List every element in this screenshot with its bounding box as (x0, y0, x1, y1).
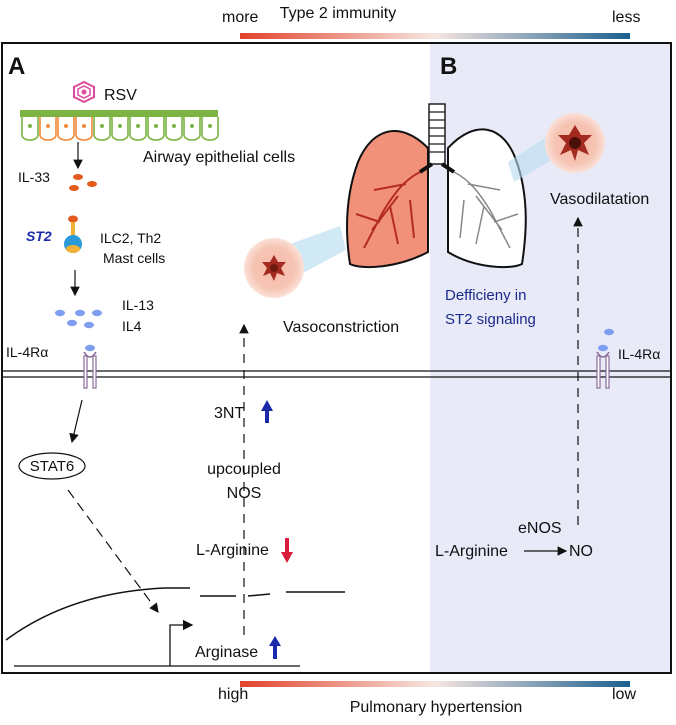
il13-label: IL-13 (122, 297, 154, 313)
il4-label: IL4 (122, 318, 142, 334)
il33-label: IL-33 (18, 169, 50, 185)
l-arginine-down-arrow-icon (281, 538, 293, 563)
vasoconstriction-label: Vasoconstriction (283, 319, 399, 336)
3nt-label: 3NT (214, 405, 244, 422)
enos-label: eNOS (518, 520, 562, 537)
type2-immunity-scale: more Type 2 immunity less (222, 5, 640, 39)
lungs-icon (346, 103, 527, 269)
st2-label: ST2 (26, 228, 52, 244)
vasodilatation-label: Vasodilatation (550, 191, 649, 208)
rsv-label: RSV (104, 87, 137, 104)
arrow-stat6-to-gene (67, 489, 159, 613)
il4ra-label-a: IL-4Rα (6, 344, 48, 360)
arginase-label: Arginase (195, 644, 258, 661)
rsv-virus-icon (73, 80, 95, 104)
constricted-vessel-icon (244, 226, 346, 298)
cell-types-line2: Mast cells (103, 250, 165, 266)
scale-bottom-left-label: high (218, 686, 248, 703)
dna-strand-curve (5, 587, 190, 641)
scale-bottom-bar (240, 681, 630, 687)
scale-top-title: Type 2 immunity (280, 5, 396, 22)
scale-top-right-label: less (612, 9, 640, 26)
cell-types-line1: ILC2, Th2 (100, 230, 161, 246)
3nt-up-arrow-icon (261, 400, 273, 423)
dilated-vessel-icon (545, 113, 605, 173)
epithelium-label: Airway epithelial cells (143, 149, 295, 166)
scale-bottom-right-label: low (612, 686, 636, 703)
stat6-label: STAT6 (30, 458, 74, 475)
arginase-up-arrow-icon (269, 636, 281, 659)
deficiency-line2: ST2 signaling (445, 311, 536, 328)
l-arginine-label-b: L-Arginine (435, 543, 508, 560)
il33-particles (69, 174, 97, 191)
panel-b-letter: B (440, 53, 457, 80)
stat6-oval (18, 452, 86, 480)
deficiency-line1: Defficieny in (445, 287, 526, 304)
no-label: NO (569, 543, 593, 560)
il4ra-label-b: IL-4Rα (618, 346, 660, 362)
il13-il4-particles (55, 309, 102, 329)
airway-epithelial-cells (20, 110, 219, 141)
l-arginine-label-a: L-Arginine (196, 542, 269, 559)
il4ra-receptor-icon-b (596, 328, 614, 389)
st2-receptor-cell-icon (64, 215, 82, 253)
scale-top-left-label: more (222, 9, 259, 26)
panel-frame (1, 42, 672, 674)
scale-top-bar (240, 33, 630, 39)
arrow-receptor-to-stat6 (69, 399, 83, 444)
uncoupled-line2: NOS (227, 485, 262, 502)
transcription-start-arrow (169, 619, 194, 666)
il4ra-receptor-icon-a (83, 344, 97, 389)
dna-strand-segments (200, 591, 345, 597)
pulmonary-hypertension-scale: high low Pulmonary hypertension (218, 681, 636, 716)
panel-a-letter: A (8, 53, 25, 80)
scale-bottom-title: Pulmonary hypertension (350, 699, 523, 716)
